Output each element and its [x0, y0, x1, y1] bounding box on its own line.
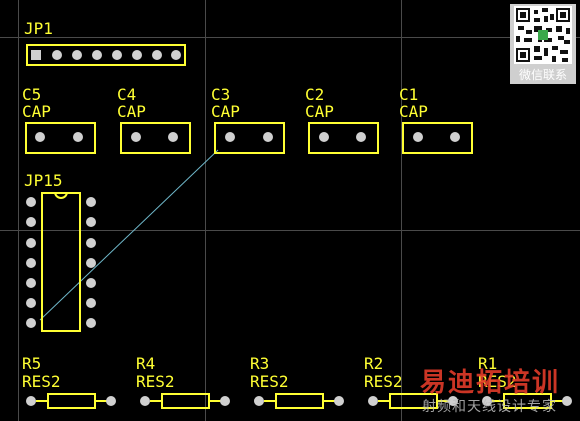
qr-caption: 微信联系	[518, 68, 567, 82]
grid-line	[205, 0, 206, 421]
jp15-pad[interactable]	[26, 217, 36, 227]
r1-pad[interactable]	[562, 396, 572, 406]
jp15-pad[interactable]	[26, 238, 36, 248]
grid-line	[401, 0, 402, 421]
r5-designator: R5	[22, 354, 42, 373]
r3-pad[interactable]	[254, 396, 264, 406]
jp1-pad-1[interactable]	[31, 50, 41, 60]
jp15-pad[interactable]	[86, 197, 96, 207]
c2-pad[interactable]	[319, 132, 329, 142]
c4-designator: C4	[117, 85, 137, 104]
grid-line	[0, 37, 580, 38]
jp1-pad[interactable]	[52, 50, 62, 60]
jp15-pad[interactable]	[86, 217, 96, 227]
jp1-pad[interactable]	[72, 50, 82, 60]
c5-designator: C5	[22, 85, 42, 104]
c3-pad[interactable]	[225, 132, 235, 142]
jp15-pad[interactable]	[86, 238, 96, 248]
c5-pad[interactable]	[35, 132, 45, 142]
c2-comment: CAP	[305, 102, 334, 121]
c1-pad[interactable]	[450, 132, 460, 142]
jp15-pad[interactable]	[86, 278, 96, 288]
r5-pad[interactable]	[106, 396, 116, 406]
c2-outline[interactable]	[308, 122, 379, 154]
jp15-designator: JP15	[24, 171, 63, 190]
r2-pad[interactable]	[368, 396, 378, 406]
c3-designator: C3	[211, 85, 231, 104]
c5-outline[interactable]	[25, 122, 96, 154]
c3-outline[interactable]	[214, 122, 285, 154]
c1-comment: CAP	[399, 102, 428, 121]
c3-pad[interactable]	[263, 132, 273, 142]
r2-pad[interactable]	[448, 396, 458, 406]
jp15-pad[interactable]	[26, 278, 36, 288]
jp15-pad[interactable]	[26, 197, 36, 207]
r4-pad[interactable]	[220, 396, 230, 406]
r5-outline[interactable]	[47, 393, 96, 409]
jp15-pad[interactable]	[86, 318, 96, 328]
r3-lead	[264, 400, 276, 402]
jp1-pad[interactable]	[152, 50, 162, 60]
c4-pad[interactable]	[168, 132, 178, 142]
qr-code-icon	[514, 6, 572, 64]
grid-line	[18, 0, 19, 421]
c4-comment: CAP	[117, 102, 146, 121]
r2-lead	[378, 400, 390, 402]
qr-overlay: 微信联系	[510, 4, 576, 84]
r5-lead	[95, 400, 107, 402]
r2-designator: R2	[364, 354, 384, 373]
c2-designator: C2	[305, 85, 325, 104]
r2-comment: RES2	[364, 372, 403, 391]
r4-lead	[150, 400, 162, 402]
jp15-pad[interactable]	[26, 298, 36, 308]
r1-lead	[551, 400, 563, 402]
r4-outline[interactable]	[161, 393, 210, 409]
r3-comment: RES2	[250, 372, 289, 391]
r1-designator: R1	[478, 354, 498, 373]
c5-pad[interactable]	[73, 132, 83, 142]
jp1-outline[interactable]	[26, 44, 186, 66]
watermark-sub: 射频和天线设计专家	[422, 399, 557, 415]
jp15-pad[interactable]	[26, 258, 36, 268]
r1-comment: RES2	[478, 372, 517, 391]
c5-comment: CAP	[22, 102, 51, 121]
jp1-designator: JP1	[24, 19, 53, 38]
r3-outline[interactable]	[275, 393, 324, 409]
r3-designator: R3	[250, 354, 270, 373]
jp15-pad[interactable]	[26, 318, 36, 328]
c1-pad[interactable]	[413, 132, 423, 142]
jp15-pad[interactable]	[86, 258, 96, 268]
c1-designator: C1	[399, 85, 419, 104]
r4-comment: RES2	[136, 372, 175, 391]
jp1-pad[interactable]	[171, 50, 181, 60]
jp15-outline[interactable]	[41, 192, 81, 332]
jp1-pad[interactable]	[132, 50, 142, 60]
watermark: 易迪拓培训 射频和天线设计专家	[420, 362, 580, 418]
c4-outline[interactable]	[120, 122, 191, 154]
r1-pad[interactable]	[482, 396, 492, 406]
r4-lead	[209, 400, 221, 402]
c3-comment: CAP	[211, 102, 240, 121]
r2-lead	[437, 400, 449, 402]
r3-lead	[323, 400, 335, 402]
grid-line	[0, 230, 580, 231]
r5-pad[interactable]	[26, 396, 36, 406]
c1-outline[interactable]	[402, 122, 473, 154]
r5-lead	[36, 400, 48, 402]
jp1-pad[interactable]	[92, 50, 102, 60]
watermark-main: 易迪拓培训	[420, 368, 561, 398]
r3-pad[interactable]	[334, 396, 344, 406]
r1-lead	[492, 400, 504, 402]
c2-pad[interactable]	[356, 132, 366, 142]
r4-pad[interactable]	[140, 396, 150, 406]
jp15-pad[interactable]	[86, 298, 96, 308]
c4-pad[interactable]	[131, 132, 141, 142]
jp15-notch	[54, 191, 68, 199]
r5-comment: RES2	[22, 372, 61, 391]
r4-designator: R4	[136, 354, 156, 373]
jp1-pad[interactable]	[112, 50, 122, 60]
